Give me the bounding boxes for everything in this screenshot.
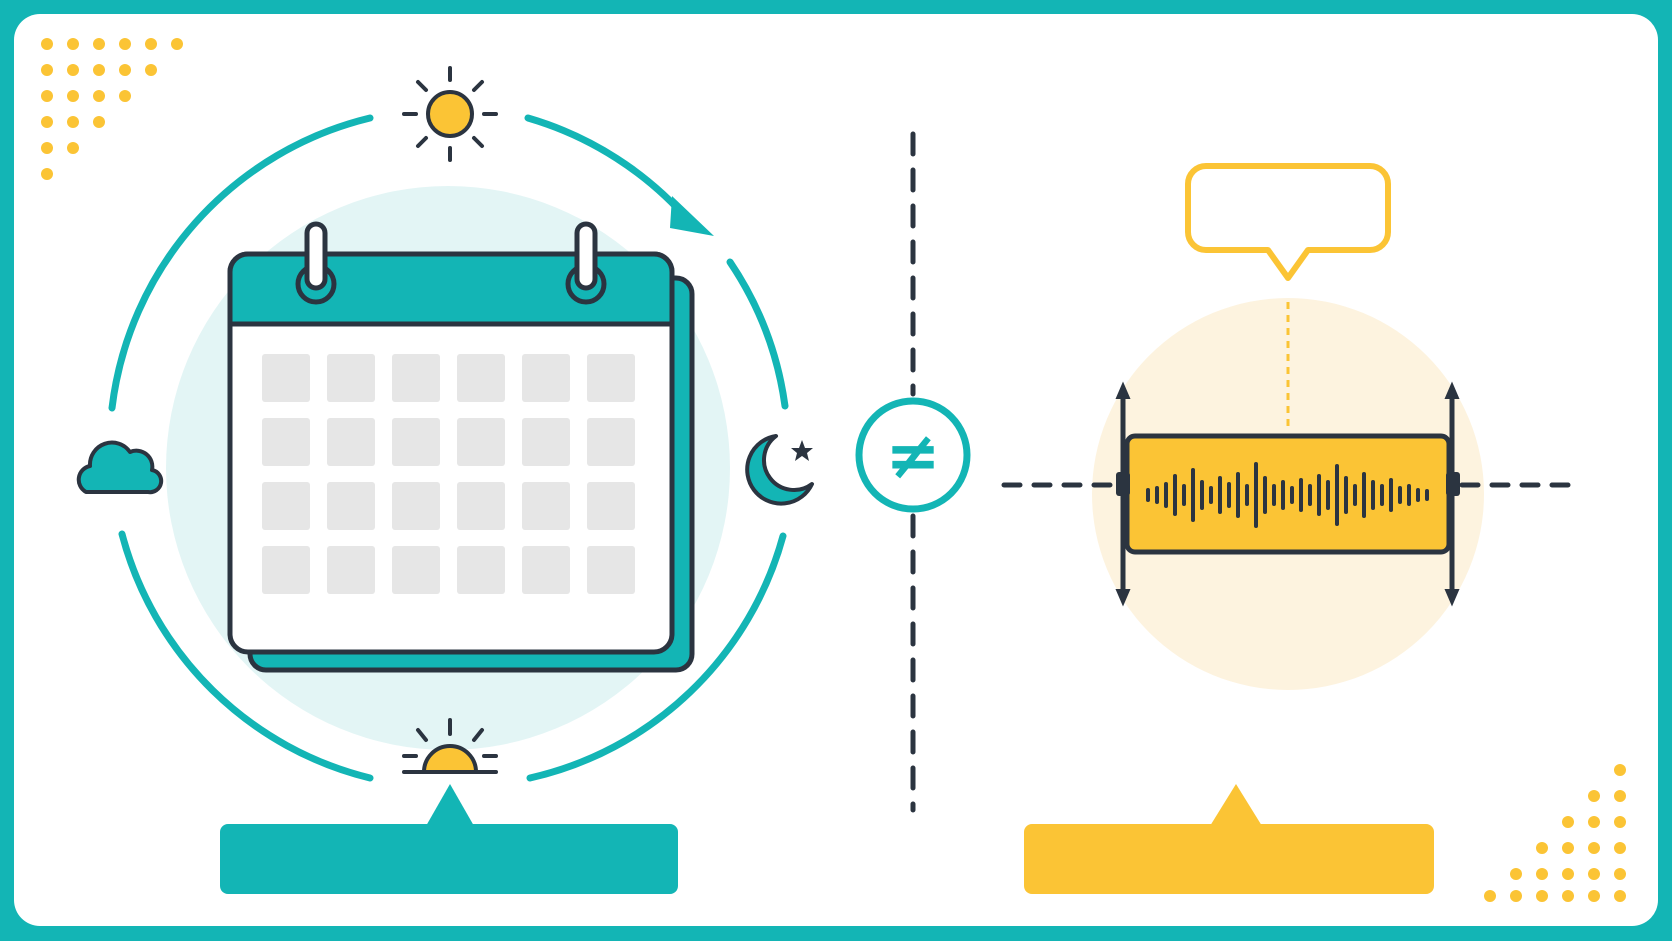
day-cycle-label-bar (220, 784, 678, 894)
dot-pattern-top-left (41, 38, 183, 180)
speech-bubble-icon (1185, 163, 1391, 281)
sun-icon (402, 66, 498, 162)
cloud-icon (76, 440, 164, 495)
dot-pattern-bottom-right (1484, 764, 1626, 902)
waveform-icon (1116, 433, 1460, 555)
cycle-arrow-icon (108, 114, 789, 782)
not-equal-icon: ≠ (855, 397, 971, 513)
panel-divider: ≠ (855, 131, 971, 813)
sunrise-icon (402, 718, 498, 774)
not-equal-symbol: ≠ (885, 417, 940, 494)
calendar-icon (227, 221, 695, 673)
moon-star-icon (745, 434, 814, 506)
day-cycle-panel (76, 66, 814, 894)
calendar-grid (262, 354, 635, 594)
audio-label-bar (1024, 784, 1434, 894)
audio-duration-panel (1001, 163, 1573, 894)
